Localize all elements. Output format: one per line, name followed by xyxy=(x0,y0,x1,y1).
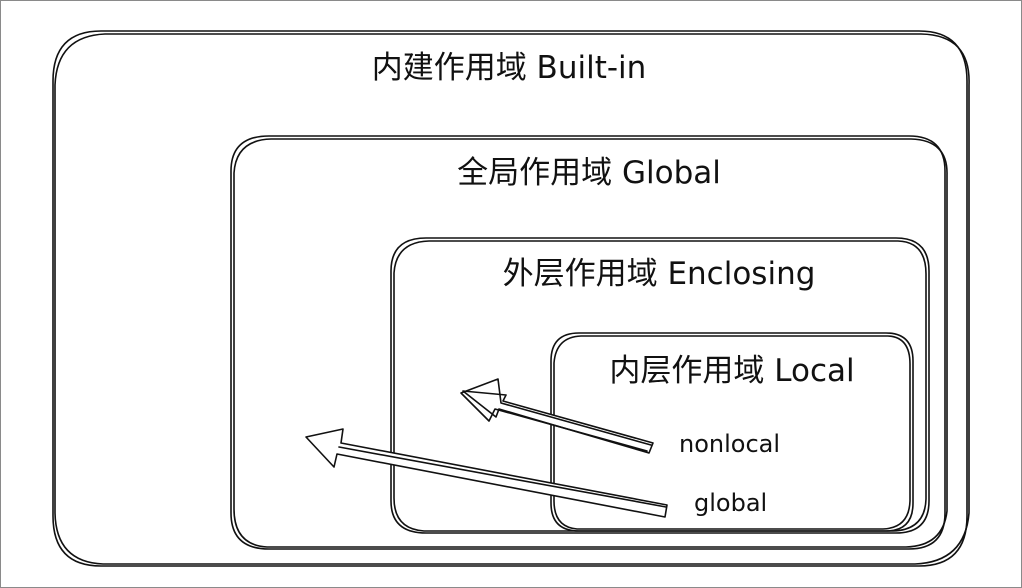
local-scope-title: 内层作用域 Local xyxy=(609,353,855,389)
enclosing-scope-title: 外层作用域 Enclosing xyxy=(502,256,816,292)
builtin-scope-title: 内建作用域 Built-in xyxy=(371,50,647,86)
global-arrow xyxy=(305,428,668,518)
global-scope-box xyxy=(230,135,948,550)
global-label: global xyxy=(694,489,768,517)
nonlocal-arrow xyxy=(460,378,654,454)
global-scope-title: 全局作用域 Global xyxy=(457,155,721,191)
nonlocal-label: nonlocal xyxy=(679,430,781,458)
local-scope-box xyxy=(550,332,914,532)
builtin-scope-box xyxy=(52,30,970,567)
